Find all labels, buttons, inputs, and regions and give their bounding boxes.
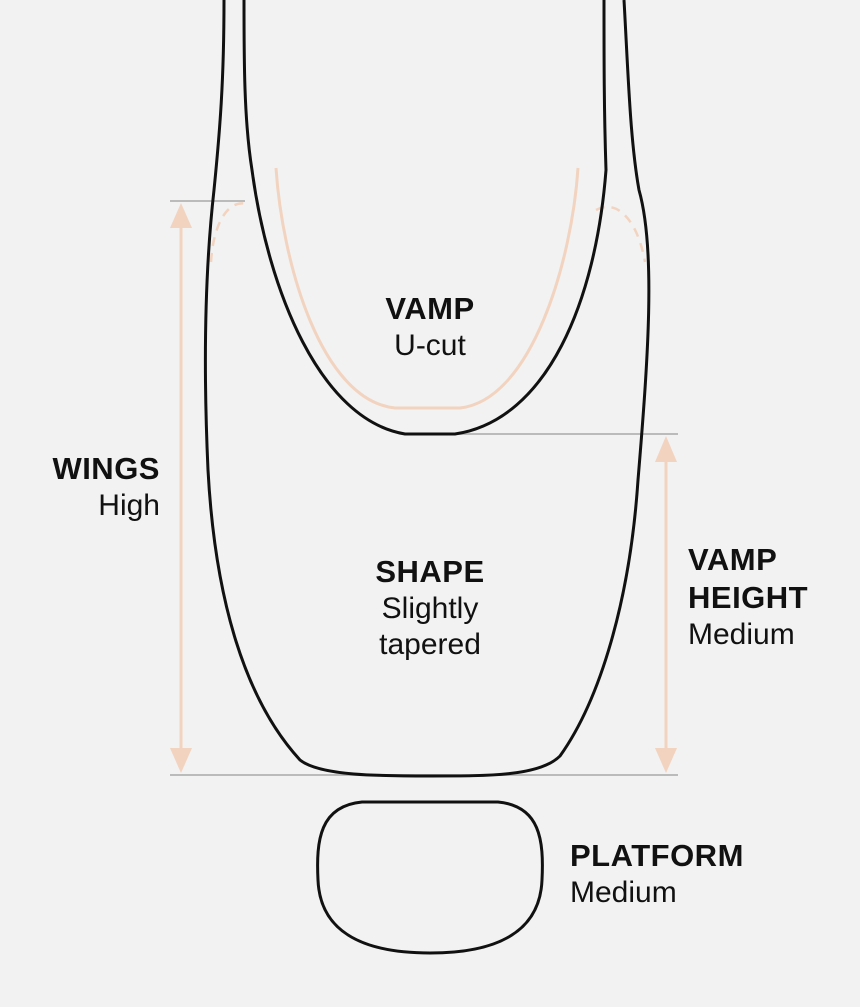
shoe-outline: [203, 0, 651, 778]
platform-value: Medium: [570, 875, 677, 909]
vamp-value: U-cut: [394, 328, 466, 362]
wings-value: High: [98, 488, 160, 522]
vamp-height-arrow-head-up: [655, 436, 677, 462]
vamp-opening-outline: [242, 0, 608, 436]
vamp-accent-curve: [274, 167, 580, 410]
wing-right-dashed-curve: [595, 205, 647, 263]
wings-label: WINGS High: [0, 450, 160, 524]
wings-title: WINGS: [52, 451, 160, 486]
shape-label: SHAPE Slightly tapered: [330, 553, 530, 664]
wings-arrow-head-down: [170, 748, 192, 773]
shape-value: Slightly tapered: [379, 591, 481, 662]
wings-arrow-head-up: [170, 203, 192, 228]
vamp-title: VAMP: [385, 291, 475, 326]
vamp-height-arrow-head-down: [655, 748, 677, 773]
vamp-height-value: Medium: [688, 617, 795, 651]
vamp-height-label: VAMP HEIGHT Medium: [688, 541, 858, 653]
vamp-height-title: VAMP HEIGHT: [688, 542, 809, 615]
vamp-label: VAMP U-cut: [330, 290, 530, 364]
wing-left-dashed-curve: [209, 202, 251, 263]
platform-label: PLATFORM Medium: [570, 837, 850, 911]
shape-title: SHAPE: [375, 554, 485, 589]
platform-outline: [316, 800, 544, 955]
platform-title: PLATFORM: [570, 838, 744, 873]
